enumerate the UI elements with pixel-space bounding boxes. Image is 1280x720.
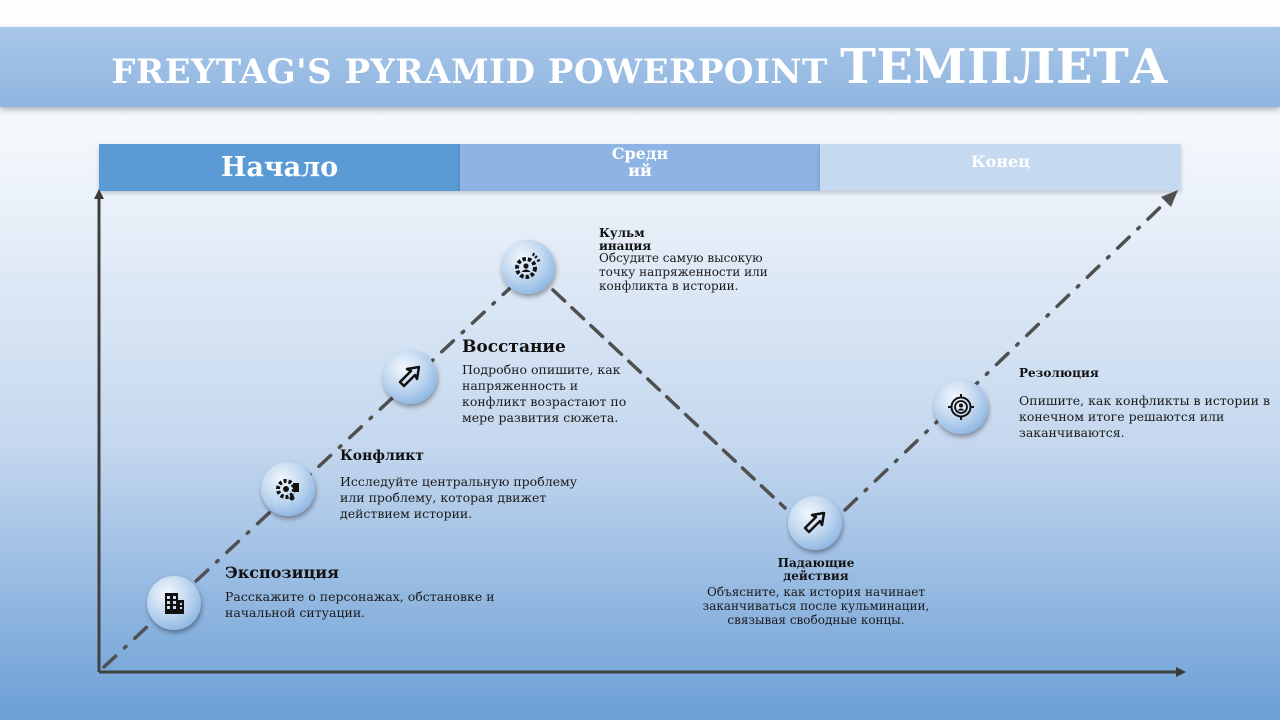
resolution-desc: Опишите, как конфликты в истории в конеч… <box>1019 393 1271 440</box>
climax-desc: Обсудите самую высокую точку напряженнос… <box>599 251 768 293</box>
conflict-desc: Исследуйте центральную проблему или проб… <box>340 474 578 521</box>
falling-path <box>551 288 787 510</box>
phase-beginning: Начало <box>99 144 460 191</box>
rising-title: Восстание <box>462 337 566 357</box>
resolution-node <box>934 380 988 434</box>
exposition-title: Экспозиция <box>225 563 339 582</box>
phase-end: Конец <box>820 144 1181 191</box>
falling-title: Падающие действия <box>777 556 855 583</box>
title-main: FREYTAG'S PYRAMID POWERPOINT <box>111 52 841 92</box>
building-icon <box>165 593 184 614</box>
climax-title: Кульминация <box>599 226 652 253</box>
conflict-title: Конфликт <box>340 448 424 464</box>
gear-user-icon <box>515 252 541 279</box>
falling-desc: Объясните, как история начинает заканчив… <box>702 585 930 627</box>
falling-node <box>788 496 842 550</box>
gear-person-icon <box>276 479 299 501</box>
rising-desc: Подробно опишите, как напряженность и ко… <box>462 362 627 425</box>
arrow-up-right-icon <box>398 365 421 388</box>
exposition-node <box>147 576 201 630</box>
title-emphasis: ТЕМПЛЕТА <box>840 39 1169 95</box>
resolution-arrowhead <box>1161 190 1178 207</box>
arrow-up-right-icon <box>803 511 826 534</box>
slide-title: FREYTAG'S PYRAMID POWERPOINT ТЕМПЛЕТА <box>111 39 1169 95</box>
phase-beginning-label: Начало <box>220 152 339 183</box>
target-person-icon <box>948 394 974 420</box>
phase-middle-label: Средний <box>611 143 669 180</box>
climax-node <box>501 240 555 294</box>
exposition-desc: Расскажите о персонажах, обстановке и на… <box>225 589 495 620</box>
resolution-path <box>843 194 1174 512</box>
resolution-title: Резолюция <box>1019 366 1099 380</box>
title-bar: FREYTAG'S PYRAMID POWERPOINT ТЕМПЛЕТА <box>0 27 1280 107</box>
rising-node <box>383 350 437 404</box>
phase-end-label: Конец <box>971 152 1030 171</box>
conflict-node <box>261 462 315 516</box>
phase-middle: Средний <box>460 144 820 191</box>
